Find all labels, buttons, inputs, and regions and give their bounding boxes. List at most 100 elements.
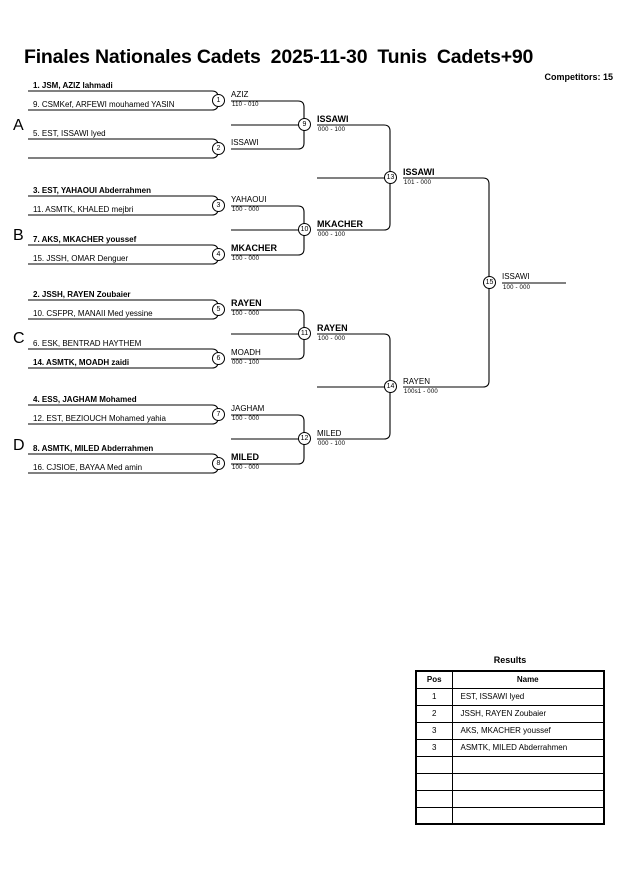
title-category: Cadets+90 <box>436 46 534 68</box>
match-score-5: 100 - 000 <box>232 311 260 317</box>
section-letter-d: D <box>13 437 25 454</box>
result-position: 2 <box>415 704 453 723</box>
result-position <box>415 772 453 791</box>
title-city: Tunis <box>377 46 427 68</box>
match-circle-4[interactable]: 4 <box>212 248 225 261</box>
match-winner-14: RAYEN <box>403 377 430 386</box>
match-circle-7[interactable]: 7 <box>212 408 225 421</box>
match-circle-15[interactable]: 15 <box>483 276 496 289</box>
competitors-count: Competitors: 15 <box>544 72 613 82</box>
competitor-slot-5: 3. EST, YAHAOUI Abderrahmen <box>33 186 151 195</box>
match-circle-11[interactable]: 11 <box>298 327 311 340</box>
match-winner-12: MILED <box>317 429 342 438</box>
match-circle-13[interactable]: 13 <box>384 171 397 184</box>
match-score-9: 000 - 100 <box>318 127 346 133</box>
match-score-12: 000 - 100 <box>318 441 346 447</box>
competitor-slot-12: 14. ASMTK, MOADH zaidi <box>33 358 130 367</box>
section-letter-c: C <box>13 330 25 347</box>
table-row <box>415 755 605 774</box>
match-winner-9: ISSAWI <box>317 114 349 124</box>
competitor-slot-13: 4. ESS, JAGHAM Mohamed <box>33 395 137 404</box>
result-position <box>415 755 453 774</box>
match-winner-1: AZIZ <box>231 90 249 99</box>
match-winner-5: RAYEN <box>231 298 262 308</box>
match-circle-1[interactable]: 1 <box>212 94 225 107</box>
competitor-slot-3: 5. EST, ISSAWI lyed <box>33 129 106 138</box>
competitor-slot-9: 2. JSSH, RAYEN Zoubaier <box>33 290 131 299</box>
match-circle-12[interactable]: 12 <box>298 432 311 445</box>
competitor-slot-1: 1. JSM, AZIZ lahmadi <box>33 81 113 90</box>
match-score-7: 100 - 000 <box>232 416 260 422</box>
table-row <box>415 789 605 808</box>
match-circle-8[interactable]: 8 <box>212 457 225 470</box>
match-score-11: 100 - 000 <box>318 336 346 342</box>
match-score-15: 100 - 000 <box>503 285 531 291</box>
result-name <box>451 806 605 825</box>
match-circle-2[interactable]: 2 <box>212 142 225 155</box>
match-winner-10: MKACHER <box>317 219 363 229</box>
competitor-slot-15: 8. ASMTK, MILED Abderrahmen <box>33 444 154 453</box>
result-position: 3 <box>415 721 453 740</box>
section-letter-a: A <box>13 117 24 134</box>
competitor-slot-7: 7. AKS, MKACHER youssef <box>33 235 137 244</box>
result-name: AKS, MKACHER youssef <box>451 721 605 740</box>
page-title: Finales Nationales Cadets 2025-11-30 Tunis… <box>24 46 533 69</box>
match-circle-3[interactable]: 3 <box>212 199 225 212</box>
result-name <box>451 772 605 791</box>
match-winner-8: MILED <box>231 452 259 462</box>
tournament-bracket: A B C D 1. JSM, AZIZ lahmadi 9. CSMKef, … <box>13 81 566 474</box>
match-score-1: 110 - 010 <box>232 102 259 108</box>
match-winner-11: RAYEN <box>317 323 348 333</box>
match-score-8: 100 - 000 <box>232 465 260 471</box>
competitor-slot-11: 6. ESK, BENTRAD HAYTHEM <box>33 339 142 348</box>
match-circle-10[interactable]: 10 <box>298 223 311 236</box>
match-winner-2: ISSAWI <box>231 138 259 147</box>
match-score-14: 100s1 - 000 <box>404 389 438 395</box>
match-winner-6: MOADH <box>231 348 261 357</box>
match-score-3: 100 - 000 <box>232 207 260 213</box>
results-col-name: Name <box>451 670 605 689</box>
competitor-slot-2: 9. CSMKef, ARFEWI mouhamed YASIN <box>33 100 175 109</box>
competitor-slot-14: 12. EST, BEZIOUCH Mohamed yahia <box>33 414 166 423</box>
result-position <box>415 806 453 825</box>
result-name: ASMTK, MILED Abderrahmen <box>451 738 605 757</box>
title-event: Finales Nationales Cadets <box>24 46 261 68</box>
match-score-10: 000 - 100 <box>318 232 346 238</box>
result-position <box>415 789 453 808</box>
result-position: 1 <box>415 687 453 706</box>
results-col-pos: Pos <box>415 670 453 689</box>
match-circle-6[interactable]: 6 <box>212 352 225 365</box>
match-score-6: 000 - 100 <box>232 360 260 366</box>
competitor-slot-16: 16. CJSIOE, BAYAA Med amin <box>33 463 143 472</box>
result-name <box>451 789 605 808</box>
page-header: Finales Nationales Cadets 2025-11-30 Tunis… <box>0 0 630 92</box>
result-name <box>451 755 605 774</box>
match-winner-4: MKACHER <box>231 243 277 253</box>
match-score-4: 100 - 000 <box>232 256 260 262</box>
result-name: EST, ISSAWI lyed <box>451 687 605 706</box>
section-letter-b: B <box>13 227 24 244</box>
match-winner-7: JAGHAM <box>231 404 265 413</box>
results-title: Results <box>493 655 527 665</box>
competitor-slot-8: 15. JSSH, OMAR Denguer <box>33 254 129 263</box>
match-winner-15: ISSAWI <box>502 272 530 281</box>
match-winner-3: YAHAOUI <box>231 195 267 204</box>
match-score-13: 101 - 000 <box>404 180 432 186</box>
competitor-slot-10: 10. CSFPR, MANAII Med yessine <box>33 309 153 318</box>
table-row <box>415 806 605 825</box>
match-circle-14[interactable]: 14 <box>384 380 397 393</box>
result-name: JSSH, RAYEN Zoubaier <box>451 704 605 723</box>
results-header-row: Pos Name <box>415 670 605 689</box>
title-date: 2025-11-30 <box>270 46 368 68</box>
result-position: 3 <box>415 738 453 757</box>
table-row <box>415 772 605 791</box>
match-circle-9[interactable]: 9 <box>298 118 311 131</box>
competitor-slot-6: 11. ASMTK, KHALED mejbri <box>33 205 134 214</box>
match-circle-5[interactable]: 5 <box>212 303 225 316</box>
